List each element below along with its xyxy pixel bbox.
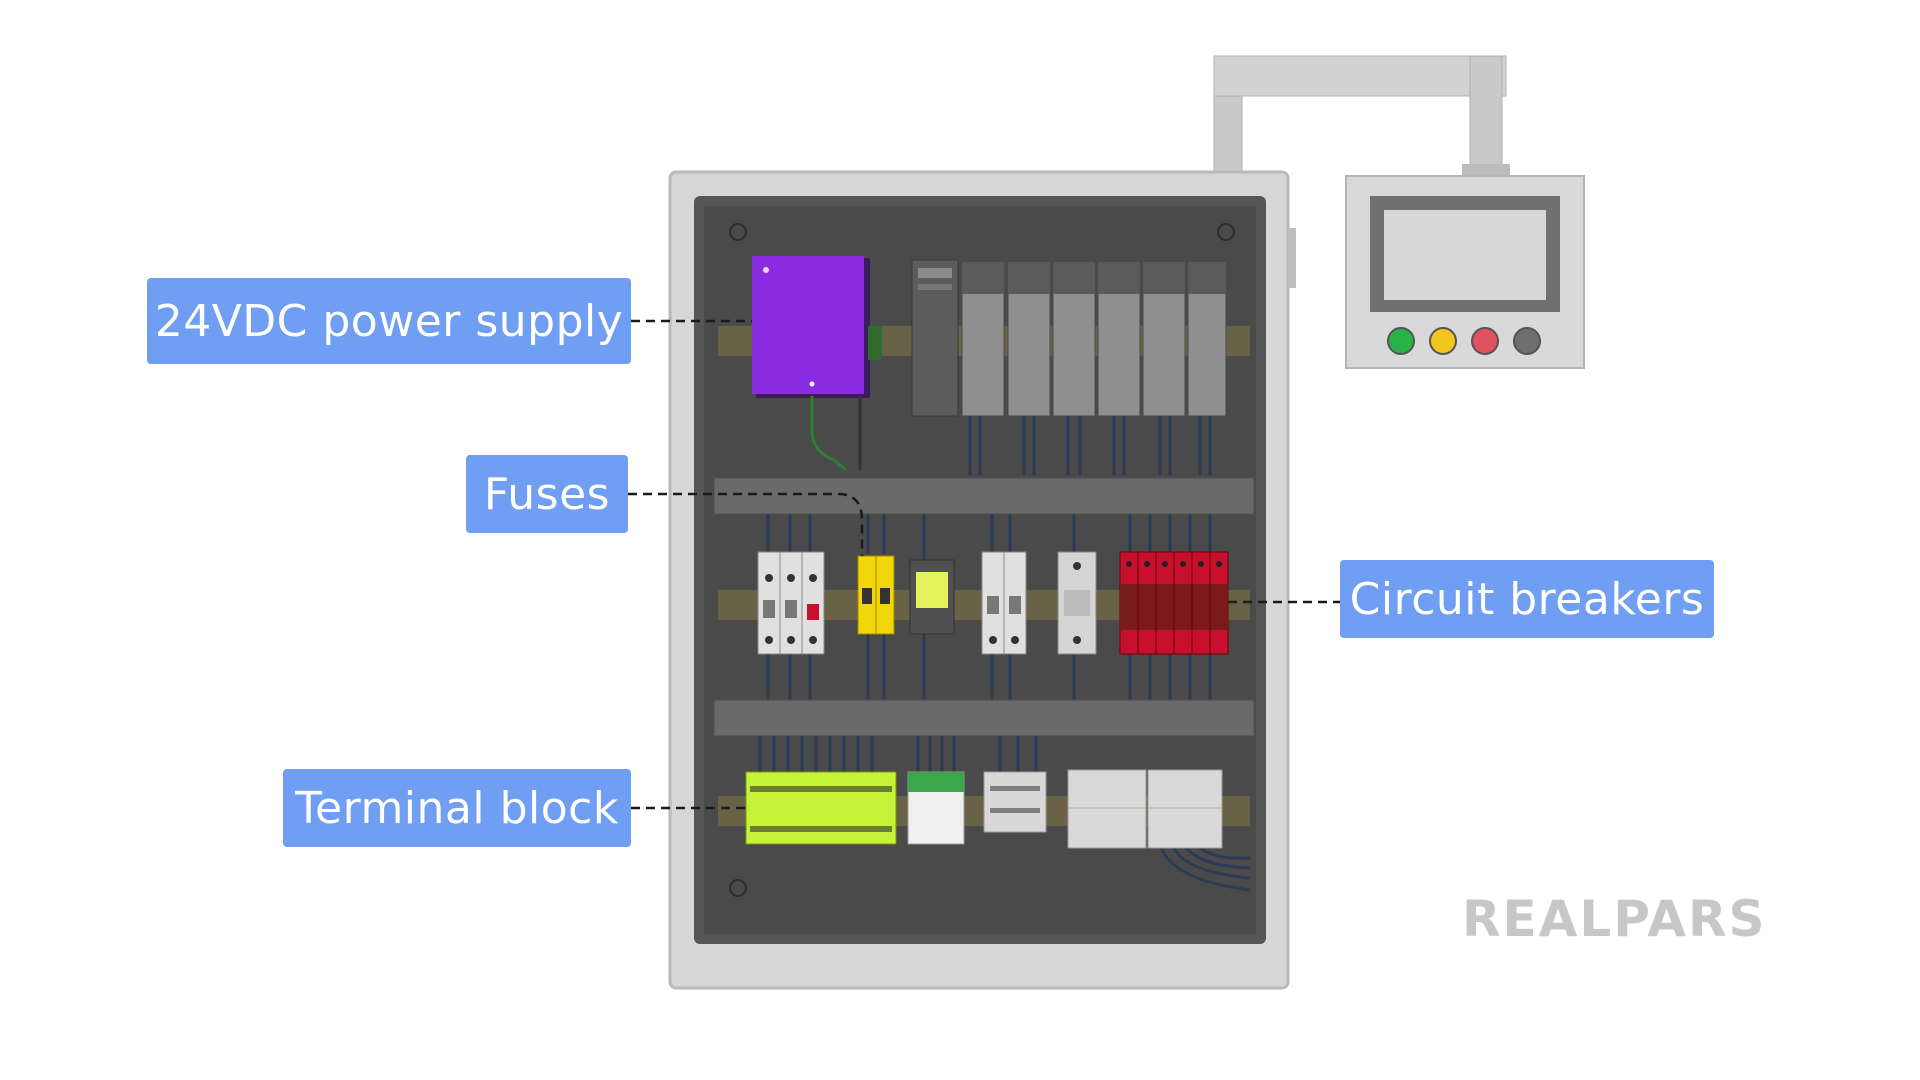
hmi-green-button	[1387, 327, 1415, 355]
fuse-holders	[857, 555, 895, 635]
callout-leader-lines	[628, 319, 1340, 810]
hmi-gray-button	[1513, 327, 1541, 355]
gray-breaker-group-2	[981, 551, 1027, 655]
plc-rack	[911, 259, 1227, 475]
hmi-operator-panel	[1345, 175, 1585, 369]
power-supply-unit	[752, 256, 882, 472]
terminal-blocks	[745, 769, 1223, 849]
power-supply-callout: 24VDC power supply	[147, 278, 631, 364]
brand-watermark: REALPARS	[1462, 890, 1767, 948]
circuit-breakers-callout: Circuit breakers	[1340, 560, 1714, 638]
fuses-callout: Fuses	[466, 455, 628, 533]
hmi-mounting-arm	[1213, 55, 1510, 178]
gray-breaker-group-1	[757, 551, 825, 655]
relay-module	[909, 559, 955, 635]
hmi-red-button	[1471, 327, 1499, 355]
contactor	[1057, 551, 1097, 655]
terminal-block-callout: Terminal block	[283, 769, 631, 847]
hmi-yellow-button	[1429, 327, 1457, 355]
red-circuit-breakers	[1119, 551, 1229, 655]
